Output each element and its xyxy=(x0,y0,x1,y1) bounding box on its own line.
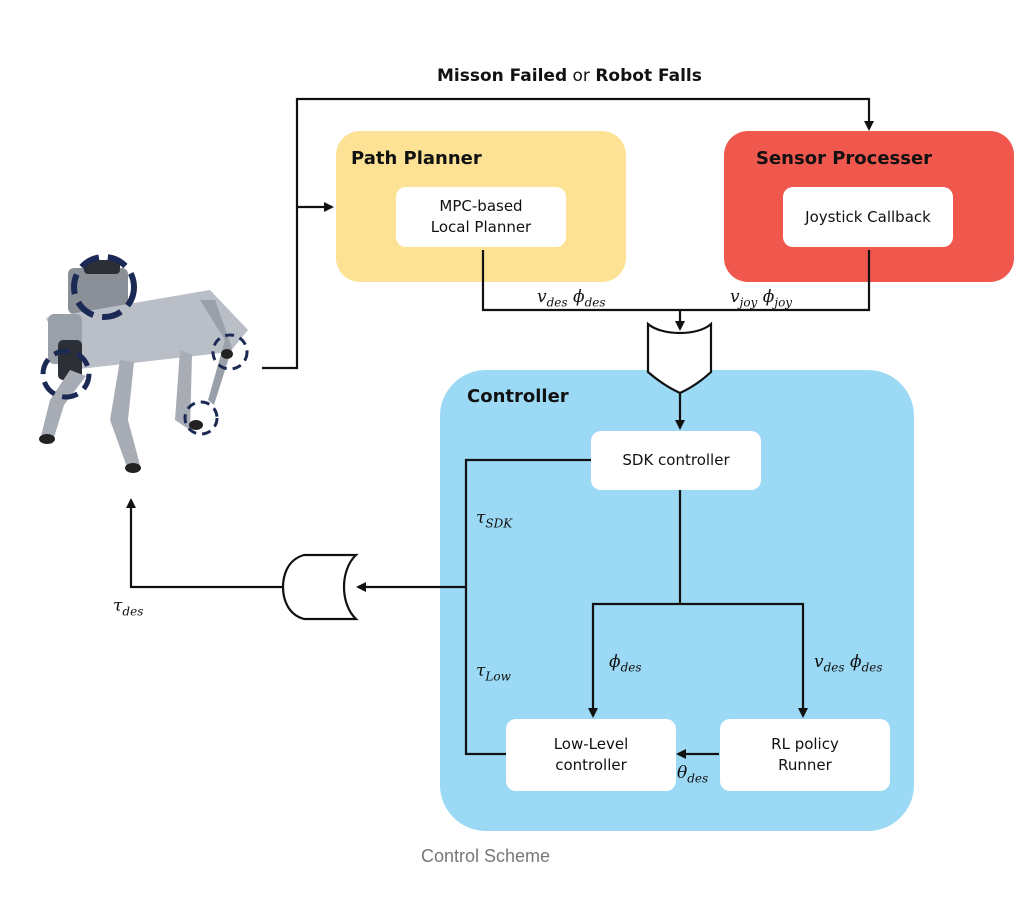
controller-region xyxy=(440,370,914,831)
planner-output-label: vdes ϕdes xyxy=(537,287,606,310)
theta-des-label: θdes xyxy=(677,763,709,786)
command-merge-gate xyxy=(646,321,713,395)
rl-policy-runner-box: RL policy Runner xyxy=(720,719,890,791)
low-level-controller-box: Low-Level controller xyxy=(506,719,676,791)
tau-des-label: τdes xyxy=(113,596,144,619)
branch-to-rl-connector xyxy=(680,602,808,718)
joystick-output-connector xyxy=(680,250,871,312)
top-feedback-connector xyxy=(295,97,874,207)
sdk-controller-label: SDK controller xyxy=(622,451,730,469)
tau-sdk-label: τSDK xyxy=(476,508,513,531)
controller-title: Controller xyxy=(467,386,569,407)
rl-policy-runner-label: RL policy Runner xyxy=(771,735,839,774)
rl-input-label: vdes ϕdes xyxy=(814,652,883,675)
mission-failed-text: Misson Failed xyxy=(437,66,568,86)
sdk-controller-box: SDK controller xyxy=(591,431,761,490)
low-level-controller-label: Low-Level controller xyxy=(553,735,629,774)
mpc-local-planner-label: MPC-based Local Planner xyxy=(430,197,532,236)
sdk-tau-connector xyxy=(464,458,591,587)
robot-dog-illustration xyxy=(39,254,249,473)
tau-low-label: τLow xyxy=(476,661,511,684)
gate-to-robot-connector xyxy=(126,498,286,589)
joystick-callback-box: Joystick Callback xyxy=(783,187,953,247)
robot-falls-text: Robot Falls xyxy=(595,66,702,86)
figure-caption: Control Scheme xyxy=(421,846,551,866)
branch-to-low-level-connector xyxy=(588,602,680,718)
joystick-output-label: vjoy ϕjoy xyxy=(730,287,793,310)
phi-des-label: ϕdes xyxy=(609,652,642,675)
joystick-callback-label: Joystick Callback xyxy=(805,207,931,226)
top-feedback-label: Misson Failed or Robot Falls xyxy=(437,66,702,86)
low-level-tau-connector xyxy=(464,587,506,756)
planner-output-connector xyxy=(481,250,680,312)
robot-to-planner-connector xyxy=(262,202,334,370)
or-text: or xyxy=(572,66,590,86)
sensor-processer-title: Sensor Processer xyxy=(756,148,933,169)
path-planner-title: Path Planner xyxy=(351,148,482,169)
torque-merge-gate xyxy=(281,553,359,621)
mpc-local-planner-box: MPC-based Local Planner xyxy=(396,187,566,247)
